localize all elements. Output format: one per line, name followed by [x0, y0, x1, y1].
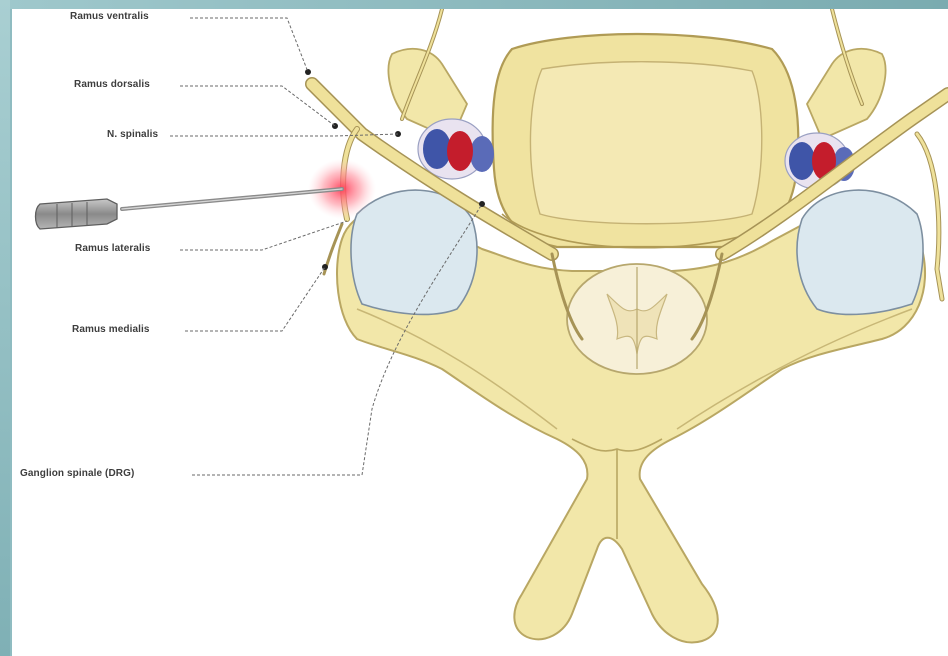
illustration-panel: Ramus ventralis Ramus dorsalis N. spinal… — [12, 9, 948, 656]
slide-frame-left — [0, 0, 10, 656]
label-ramus-ventralis: Ramus ventralis — [70, 11, 149, 22]
label-ramus-dorsalis: Ramus dorsalis — [74, 79, 150, 90]
vertebral-body-inner — [530, 62, 761, 224]
label-ganglion-spinale: Ganglion spinale (DRG) — [20, 468, 134, 479]
facet-joint-left — [351, 190, 477, 314]
vertebra-illustration — [12, 9, 948, 656]
label-n-spinalis: N. spinalis — [107, 129, 158, 140]
slide-frame-top — [0, 0, 948, 9]
vertebral-vessels-left — [418, 119, 494, 179]
rf-needle — [36, 189, 343, 229]
label-ramus-lateralis: Ramus lateralis — [75, 243, 150, 254]
label-ramus-medialis: Ramus medialis — [72, 324, 150, 335]
facet-joint-right — [797, 190, 923, 314]
